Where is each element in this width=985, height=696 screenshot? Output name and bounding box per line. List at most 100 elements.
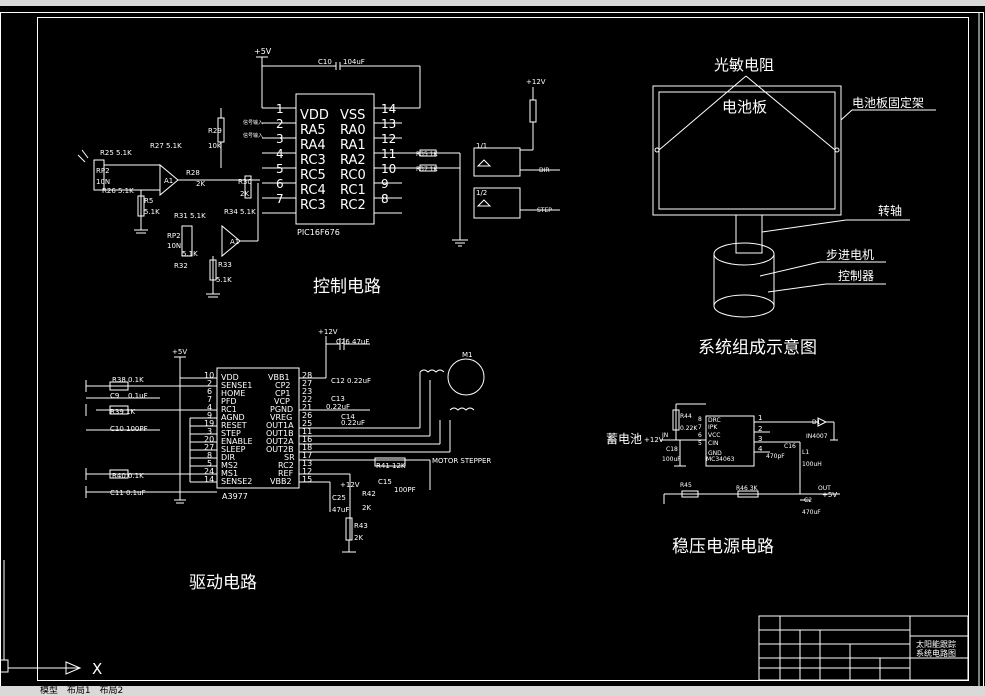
pic-pin-rn5: 10 (381, 162, 396, 176)
pwr-pin-l3: CIN (708, 440, 718, 447)
pic-right-pins: VSS RA0 RA1 RA2 RC0 RC1 RC2 14 13 12 11 … (340, 102, 402, 214)
tab-layout2[interactable]: 布局2 (99, 686, 124, 696)
pwr-pin-rn3: 3 (758, 435, 762, 443)
optocoupler-2 (473, 187, 521, 219)
pwr-pin-rn1: 1 (758, 414, 762, 422)
motor-top (713, 242, 775, 266)
pic-pin-rn3: 12 (381, 132, 396, 146)
pic-pin-ln5: 5 (276, 162, 284, 176)
opto-u2-label: 1/2 (476, 189, 487, 197)
pwr-pin-l2: VCC (708, 432, 720, 439)
motor-stepper-label: MOTOR STEPPER (432, 457, 491, 465)
a3977-pin-r11: RC2 (278, 461, 294, 470)
drv-lbl-r43: R43 (354, 522, 368, 530)
a3977-pin-rn1: 27 (302, 379, 312, 388)
pic-pin-ln3: 3 (276, 132, 284, 146)
ctrl-lbl-r5: R5 (144, 197, 153, 205)
opto-u1-label: 1/1 (476, 142, 487, 150)
a3977-label: A3977 (222, 492, 248, 501)
pwr-lbl-r44v: 0.22K (680, 425, 698, 432)
pic-pin-ln1: 1 (276, 102, 284, 116)
control-vdd-label: +5V (254, 47, 272, 56)
opto-12v-label: +12V (526, 78, 546, 86)
drv-lbl-12v-bottom: +12V (340, 481, 360, 489)
drv-lbl-r42v: 2K (362, 504, 371, 512)
pwr-pin-l0: DRC (708, 417, 721, 424)
pic-pin-r2: RA0 (340, 123, 366, 138)
title-block-line1: 太阳能跟踪 (916, 639, 956, 649)
drv-lbl-c10: C10 100PF (110, 425, 148, 433)
ctrl-lbl-r34: R34 5.1K (224, 208, 256, 216)
drv-lbl-r43v: 2K (354, 534, 363, 542)
ctrl-lbl-r30v: 2K (240, 190, 249, 198)
pic-pin-r4: RA2 (340, 153, 366, 168)
a3977-pin-rn2: 23 (302, 387, 312, 396)
drv-lbl-c26: C26 47uF (336, 338, 369, 346)
a3977-pin-r4: PGND (270, 405, 293, 414)
a3977-pin-r0: VBB1 (268, 373, 290, 382)
power-circuit: DRC IPK VCC CIN GND MC34063 8 7 6 5 1 2 … (606, 403, 840, 557)
tab-model[interactable]: 模型 (40, 686, 59, 696)
ctrl-lbl-r31: R31 5.1K (174, 212, 206, 220)
a3977-pin-l11: MS2 (221, 461, 238, 470)
ctrl-lbl-rp2: RP2 (96, 167, 110, 175)
drv-lbl-c11: C11 (110, 489, 124, 497)
pic-pin-ln2: 2 (276, 117, 284, 131)
a3977-pin-l5: AGND (221, 413, 245, 422)
mc34063-chip-body (705, 415, 755, 467)
pwr-lbl-c16: C16 (784, 443, 796, 450)
ctrl-lbl-r25: R25 5.1K (100, 149, 132, 157)
ctrl-lbl-r27: R27 5.1K (150, 142, 182, 150)
pic-pin-rn6: 9 (381, 177, 389, 191)
battery-label: 蓄电池 (606, 432, 642, 446)
motor-label: 步进电机 (826, 248, 874, 262)
battery-panel-label: 电池板 (722, 98, 767, 116)
motor-m1-label: M1 (462, 351, 473, 359)
motor-m1 (447, 358, 485, 396)
r37-label: R37 1K (416, 166, 439, 173)
a3977-pin-ln9: 27 (204, 443, 214, 452)
system-diagram-title: 系统组成示意图 (698, 338, 817, 358)
a3977-pin-rn12: 12 (302, 467, 312, 476)
ctrl-lbl-r28: R28 (186, 169, 200, 177)
status-strip (0, 686, 985, 696)
pic-pin-r7: RC2 (340, 198, 366, 213)
ctrl-lbl-r32: R32 (174, 262, 188, 270)
pic-chip-label: PIC16F676 (297, 228, 340, 237)
ctrl-lbl-10n: 10N (96, 178, 110, 186)
signal-input-1: 信号输入 (243, 119, 263, 126)
a3977-pin-rn6: 25 (302, 419, 312, 428)
a3977-pin-r5: VREG (270, 413, 292, 422)
shaft-label: 转轴 (878, 203, 902, 218)
a3977-right-pins: VBB1 CP2 CP1 VCP PGND VREG OUT1A OUT1B O… (266, 371, 451, 540)
window-top-strip (0, 0, 985, 6)
a3977-pin-l13: SENSE2 (221, 477, 252, 486)
pwr-pin-ln3: 5 (698, 440, 702, 447)
r35-label: R35 1K (416, 151, 439, 158)
shaft (735, 214, 763, 254)
a3977-pin-ln4: 4 (207, 403, 212, 412)
optocoupler-1 (473, 147, 521, 177)
ctrl-lbl-2k: 2K (196, 180, 205, 188)
a3977-pin-ln12: 24 (204, 467, 214, 476)
tab-layout1[interactable]: 布局1 (66, 686, 91, 696)
control-circuit-title: 控制电路 (313, 277, 381, 297)
ctrl-lbl-r5v: 5.1K (144, 208, 160, 216)
pic-pin-ln6: 6 (276, 177, 284, 191)
pic-pin-l6: RC4 (300, 183, 326, 198)
opamp-a1-top (159, 163, 179, 197)
pwr-lbl-r44: R44 (680, 413, 692, 420)
outer-frame (0, 12, 984, 691)
a3977-pin-l0: VDD (221, 373, 239, 382)
ctrl-lbl-rp2b: RP2 (167, 232, 181, 240)
drv-lbl-c14v: 0.22uF (341, 419, 365, 427)
inner-frame (37, 17, 969, 681)
drv-lbl-c25: C25 (332, 494, 346, 502)
drv-lbl-12v-top: +12V (318, 328, 338, 336)
a3977-pin-r7: OUT1B (266, 429, 294, 438)
pic-pin-l5: RC5 (300, 168, 326, 183)
ctrl-lbl-r26: R26 5.1K (102, 187, 134, 195)
a3977-pin-l10: DIR (221, 453, 236, 462)
a3977-pin-r9: OUT2B (266, 445, 294, 454)
